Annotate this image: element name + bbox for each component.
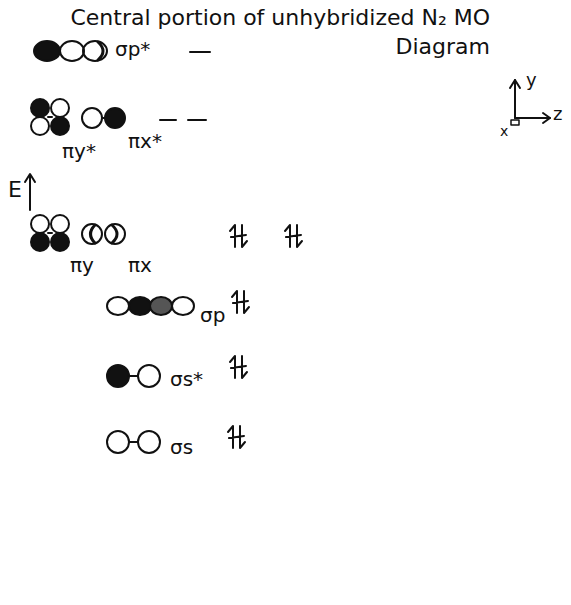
orbital-label: πy <box>70 254 94 276</box>
energy-axis-label: E <box>8 178 22 202</box>
orbital-label: σp <box>200 304 225 326</box>
axis-label: x <box>500 124 508 139</box>
electron-pair <box>230 356 247 378</box>
electron-pair <box>285 225 302 247</box>
orbital-label: σp* <box>115 38 150 60</box>
electron-pair <box>228 426 245 448</box>
axis-label: z <box>553 104 562 124</box>
electron-pair <box>230 225 247 247</box>
orbital-label: σs <box>170 436 193 458</box>
diagram-title: Central portion of unhybridized N₂ MO Di… <box>10 4 490 61</box>
electron-pair <box>232 291 249 313</box>
axis-label: y <box>526 70 537 90</box>
orbital-label: πx* <box>128 130 162 152</box>
orbital-label: πx <box>128 254 152 276</box>
orbital-label: πy* <box>62 140 96 162</box>
orbital-label: σs* <box>170 368 203 390</box>
electron-pairs <box>228 225 302 448</box>
